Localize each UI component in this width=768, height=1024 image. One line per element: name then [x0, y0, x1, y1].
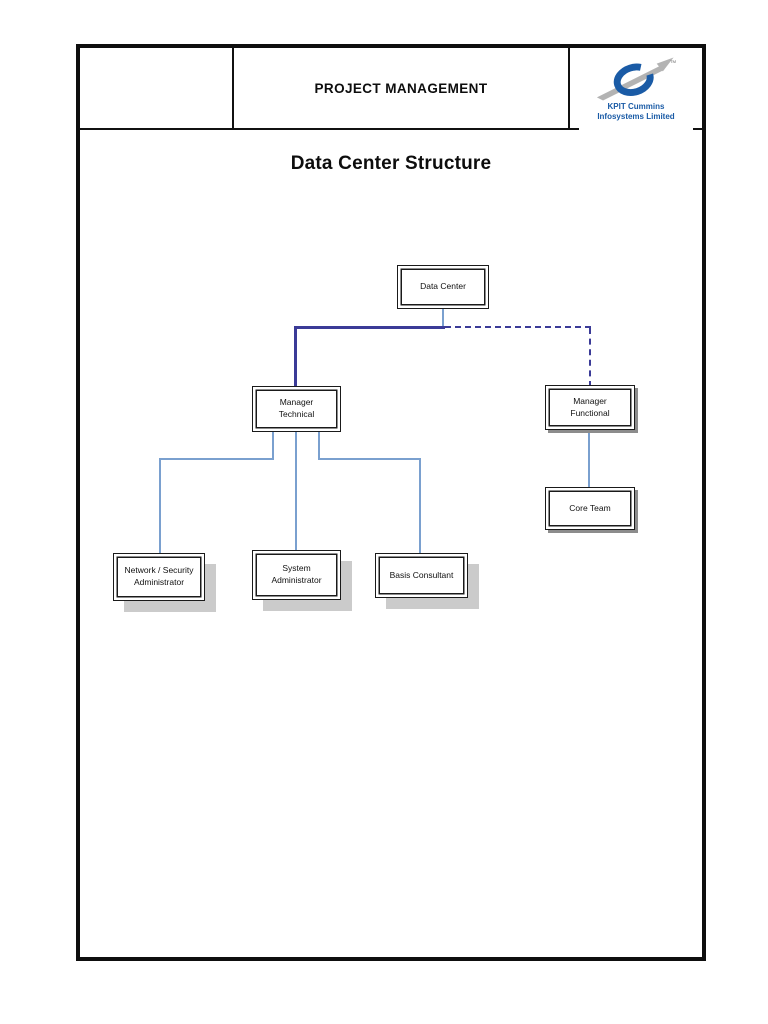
- page-title: Data Center Structure: [290, 153, 492, 174]
- connector-right-horizontal: [318, 458, 421, 460]
- org-node-manager-functional: Manager Functional: [545, 385, 635, 430]
- org-node-core-team: Core Team: [545, 487, 635, 530]
- connector-dashed-to-manager-functional: [589, 328, 591, 387]
- connector-to-network-security-admin: [159, 458, 161, 554]
- org-node-network-security-administrator: Network / Security Administrator: [113, 553, 205, 601]
- logo-company-name: KPIT Cummins Infosystems Limited: [597, 102, 674, 122]
- org-node-system-administrator: System Administrator: [252, 550, 341, 600]
- logo-swoosh: [596, 65, 665, 101]
- connector-to-core-team: [588, 430, 590, 488]
- logo-trademark: ™: [670, 60, 677, 67]
- connector-to-system-admin: [295, 432, 297, 552]
- connector-left-horizontal: [159, 458, 274, 460]
- connector-datacenter-stub: [442, 308, 444, 328]
- header-cell-empty: [80, 48, 232, 128]
- connector-solid-horizontal: [294, 326, 445, 329]
- header-cell-logo: ™ KPIT Cummins Infosystems Limited: [570, 48, 702, 138]
- kpit-logo-icon: ™: [596, 57, 677, 101]
- org-node-manager-technical: Manager Technical: [252, 386, 341, 432]
- org-node-data-center: Data Center: [397, 265, 489, 309]
- logo-q-ring: [613, 63, 654, 96]
- header-cell-title: PROJECT MANAGEMENT: [232, 48, 570, 128]
- connector-solid-to-manager-technical: [294, 326, 297, 388]
- connector-left-drop: [272, 432, 274, 460]
- header-table: PROJECT MANAGEMENT ™ KPIT Cummins Infosy…: [80, 48, 702, 138]
- logo-swoosh-arrow: [656, 57, 674, 72]
- company-logo: ™ KPIT Cummins Infosystems Limited: [579, 56, 693, 138]
- connector-dashed-horizontal: [445, 326, 591, 328]
- org-node-basis-consultant: Basis Consultant: [375, 553, 468, 598]
- connector-right-drop: [318, 432, 320, 460]
- header-title: PROJECT MANAGEMENT: [314, 80, 488, 96]
- connector-to-basis-consultant: [419, 458, 421, 554]
- logo-line2: Infosystems Limited: [597, 112, 675, 121]
- logo-line1: KPIT Cummins: [607, 102, 665, 111]
